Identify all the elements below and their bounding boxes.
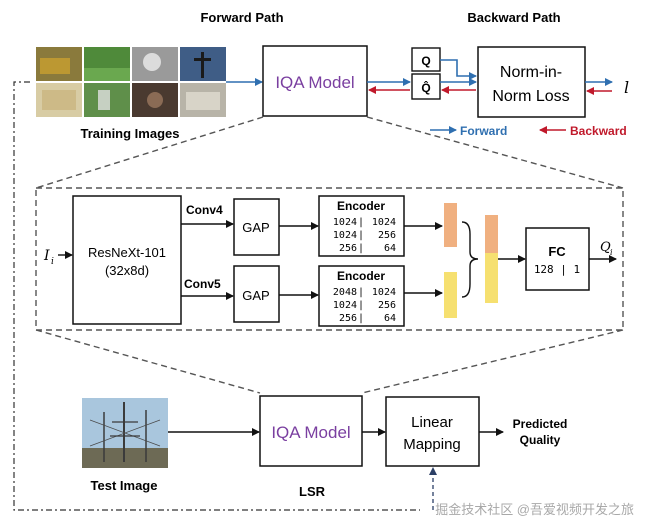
network-detail-frame xyxy=(35,187,624,331)
feature-bar-conv5 xyxy=(444,272,457,318)
q-hat-label: Q̂ xyxy=(421,80,430,95)
encoder2-r2-right: 64 xyxy=(384,313,396,324)
encoder2-r1-left: 1024 xyxy=(333,300,357,311)
legend-backward-label: Backward xyxy=(570,124,627,138)
concat-bar-top xyxy=(485,215,498,253)
fc-box xyxy=(525,227,590,291)
encoder-title-1: Encoder xyxy=(337,199,385,213)
predicted-quality-line1: Predicted xyxy=(513,417,568,431)
training-images-label: Training Images xyxy=(81,126,180,141)
lsr-label: LSR xyxy=(299,484,326,499)
encoder1-r2-right: 64 xyxy=(384,243,396,254)
linear-mapping-line2: Mapping xyxy=(403,436,461,453)
encoder-box-2 xyxy=(318,265,405,327)
encoder-table-2: 2048 | 1024 1024 | 256 256 | 64 xyxy=(333,287,396,324)
norm-loss-line2: Norm Loss xyxy=(492,88,569,105)
q-label: Q xyxy=(421,54,430,68)
gap-label-1: GAP xyxy=(242,220,269,235)
zoom-line-bottom-right xyxy=(361,329,624,394)
encoder1-r1-left: 1024 xyxy=(333,230,357,241)
resnext-line2: (32x8d) xyxy=(105,263,149,278)
encoder2-r2-left: 256 xyxy=(339,313,357,324)
encoder1-r2-left: 256 xyxy=(339,243,357,254)
encoder2-r1-right: 256 xyxy=(378,300,396,311)
encoder2-r1-sep: | xyxy=(358,300,364,311)
norm-loss-box xyxy=(477,46,586,118)
forward-path-title: Forward Path xyxy=(200,10,283,25)
backward-path-title: Backward Path xyxy=(467,10,560,25)
gap-box-1 xyxy=(233,198,280,256)
lsr-feedback-line xyxy=(13,81,420,511)
conv4-label: Conv4 xyxy=(186,203,223,217)
input-symbol: I xyxy=(43,248,50,264)
resnext-box xyxy=(72,195,182,325)
encoder-title-2: Encoder xyxy=(337,269,385,283)
watermark-text: 掘金技术社区 @吾爱视频开发之旅 xyxy=(435,502,634,517)
encoder1-r0-right: 1024 xyxy=(372,217,396,228)
encoder2-r0-left: 2048 xyxy=(333,287,357,298)
encoder2-r0-sep: | xyxy=(358,287,364,298)
legend-forward-label: Forward xyxy=(460,124,507,138)
fc-dims: 128 | 1 xyxy=(534,263,580,276)
training-images-grid xyxy=(36,47,226,117)
encoder1-r1-right: 256 xyxy=(378,230,396,241)
encoder1-r1-sep: | xyxy=(358,230,364,241)
concat-bar-bottom xyxy=(485,253,498,303)
encoder-box-1 xyxy=(318,195,405,257)
arrow-q-to-loss xyxy=(440,59,477,80)
predicted-quality-line2: Quality xyxy=(520,433,561,447)
gap-box-2 xyxy=(233,265,280,323)
iqa-model-label-top: IQA Model xyxy=(275,73,354,92)
input-subscript: i xyxy=(51,257,54,267)
test-image-label: Test Image xyxy=(91,478,158,493)
resnext-line1: ResNeXt-101 xyxy=(88,245,166,260)
encoder2-r0-right: 1024 xyxy=(372,287,396,298)
linear-mapping-box xyxy=(385,396,480,467)
iqa-model-box-bottom xyxy=(259,395,363,467)
feature-bar-conv4 xyxy=(444,203,457,247)
encoder1-r2-sep: | xyxy=(358,243,364,254)
conv5-label: Conv5 xyxy=(184,277,221,291)
output-subscript: i xyxy=(610,248,613,257)
gap-label-2: GAP xyxy=(242,288,269,303)
encoder1-r0-sep: | xyxy=(358,217,364,228)
fc-title: FC xyxy=(548,244,566,259)
output-symbol: Q xyxy=(600,240,611,255)
encoder1-r0-left: 1024 xyxy=(333,217,357,228)
linear-mapping-line1: Linear xyxy=(411,414,453,431)
encoder-table-1: 1024 | 1024 1024 | 256 256 | 64 xyxy=(333,217,396,254)
zoom-line-top-right xyxy=(366,116,624,189)
zoom-line-bottom-left xyxy=(35,329,261,394)
iqa-model-label-bottom: IQA Model xyxy=(271,423,350,442)
norm-loss-line1: Norm-in- xyxy=(500,64,562,81)
iqa-model-box-top xyxy=(262,45,368,117)
test-image xyxy=(82,398,168,468)
encoder2-r2-sep: | xyxy=(358,313,364,324)
concat-brace xyxy=(461,221,479,298)
q-hat-box xyxy=(411,73,441,100)
loss-symbol: l xyxy=(624,78,629,97)
